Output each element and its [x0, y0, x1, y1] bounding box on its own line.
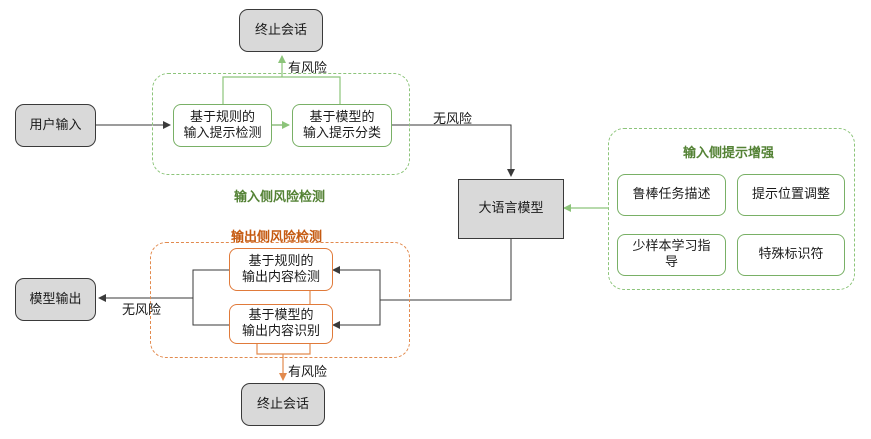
- model-input-check-node: 基于模型的 输入提示分类: [292, 104, 392, 147]
- input-enhance-title: 输入侧提示增强: [683, 146, 775, 161]
- llm-node: 大语言模型: [458, 179, 564, 239]
- few-shot-node: 少样本学习指 导: [617, 234, 726, 276]
- user-input-node: 用户输入: [15, 104, 96, 147]
- no-risk-label-left: 无风险: [122, 303, 162, 318]
- risk-label-bottom: 有风险: [288, 365, 328, 380]
- edge-llm-to-output: [380, 239, 512, 301]
- special-marker-node: 特殊标识符: [737, 234, 845, 276]
- rule-output-check-node: 基于规则的 输出内容检测: [229, 248, 333, 291]
- input-enhance-region: [608, 128, 855, 290]
- output-detection-title: 输出侧风险检测: [231, 230, 323, 245]
- model-output-check-node: 基于模型的 输出内容识别: [229, 304, 333, 344]
- input-detection-region: [152, 73, 410, 175]
- end-session-bottom-node: 终止会话: [241, 383, 325, 426]
- edge-model-input-to-llm: [392, 124, 515, 177]
- edge-output-to-model: [332, 300, 381, 329]
- end-session-top-node: 终止会话: [239, 9, 323, 52]
- rule-input-check-node: 基于规则的 输入提示检测: [173, 104, 272, 147]
- no-risk-label-right: 无风险: [433, 112, 473, 127]
- input-detection-title: 输入侧风险检测: [234, 190, 326, 205]
- robust-task-node: 鲁棒任务描述: [617, 174, 726, 216]
- prompt-position-node: 提示位置调整: [737, 174, 845, 216]
- output-detection-region: [150, 242, 410, 358]
- risk-label-top: 有风险: [288, 61, 328, 76]
- edge-output-to-rule: [332, 266, 381, 300]
- model-output-node: 模型输出: [15, 278, 96, 321]
